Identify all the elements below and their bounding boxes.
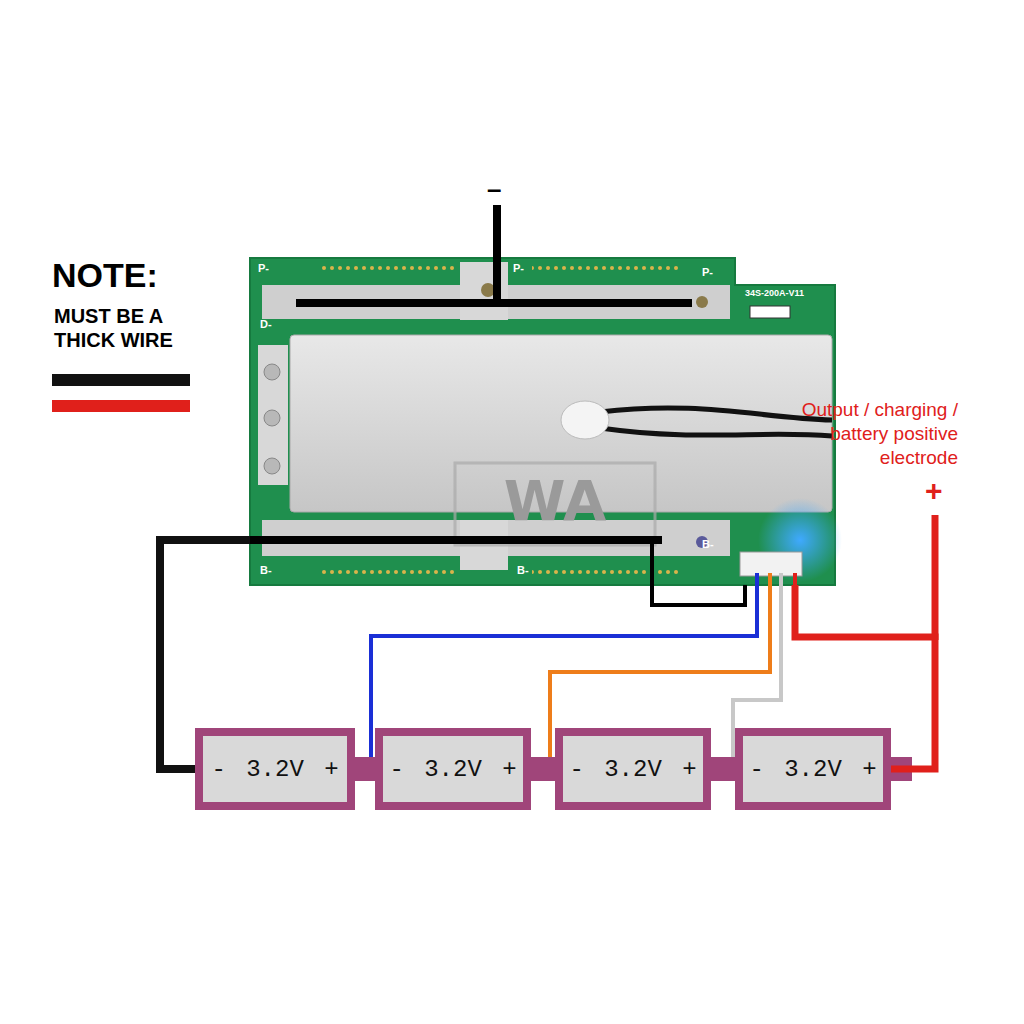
d-minus-pad <box>258 345 288 485</box>
cell-voltage: - 3.2V + <box>749 756 876 783</box>
watermark: WA <box>455 463 655 537</box>
series-link <box>355 757 375 781</box>
board-label: 34S-200A-V11 <box>745 288 804 298</box>
board-label: B- <box>260 564 272 576</box>
board-label: P- <box>702 266 713 278</box>
via-row <box>320 568 455 576</box>
screw-hole <box>264 364 280 380</box>
wire-stub <box>793 573 797 585</box>
red-wire-sample <box>52 400 190 412</box>
screw-hole <box>264 410 280 426</box>
board-label: B- <box>702 538 714 550</box>
pcb-board <box>250 258 835 585</box>
board-label: P- <box>258 262 269 274</box>
board-label: B- <box>517 564 529 576</box>
via-row <box>532 264 682 272</box>
bms-board: P- P- P- D- B- B- B- 34S-200A-V11 <box>250 258 835 585</box>
via-row <box>320 264 455 272</box>
cell-voltage: - 3.2V + <box>389 756 516 783</box>
b-minus-wire <box>250 536 662 544</box>
wire-stub <box>755 573 759 585</box>
screw-hole <box>481 283 495 297</box>
header-pins <box>750 306 790 318</box>
positive-sign: + <box>925 474 943 508</box>
wire-stub <box>779 573 783 585</box>
cell-voltage: - 3.2V + <box>211 756 338 783</box>
screw-hole <box>264 458 280 474</box>
thermistor-wire <box>600 408 832 420</box>
terminal-sign: – <box>487 174 501 205</box>
note-heading: NOTE: <box>52 256 158 295</box>
series-link <box>711 757 735 781</box>
board-label: P- <box>513 262 524 274</box>
p-minus-wire <box>493 205 501 303</box>
thermistor-wire <box>600 428 832 436</box>
series-link <box>531 757 555 781</box>
battery-cell: - 3.2V + <box>735 728 891 810</box>
p-minus-wire <box>296 299 692 307</box>
battery-cell: - 3.2V + <box>195 728 355 810</box>
thermistor <box>561 401 609 439</box>
balance-connector <box>740 552 802 576</box>
via-row <box>532 568 682 576</box>
wire-stub <box>768 573 772 585</box>
watermark-frame <box>455 463 655 545</box>
black-wire-sample <box>52 374 190 386</box>
board-label: D- <box>260 318 272 330</box>
battery-cell: - 3.2V + <box>555 728 711 810</box>
positive-output-wire <box>932 515 939 640</box>
output-note: Output / charging / battery positive ele… <box>768 398 958 470</box>
battery-cell: - 3.2V + <box>375 728 531 810</box>
sense-wire <box>652 540 745 605</box>
screw-hole <box>696 296 708 308</box>
note-text: MUST BE A THICK WIRE <box>54 304 204 352</box>
cell-voltage: - 3.2V + <box>569 756 696 783</box>
